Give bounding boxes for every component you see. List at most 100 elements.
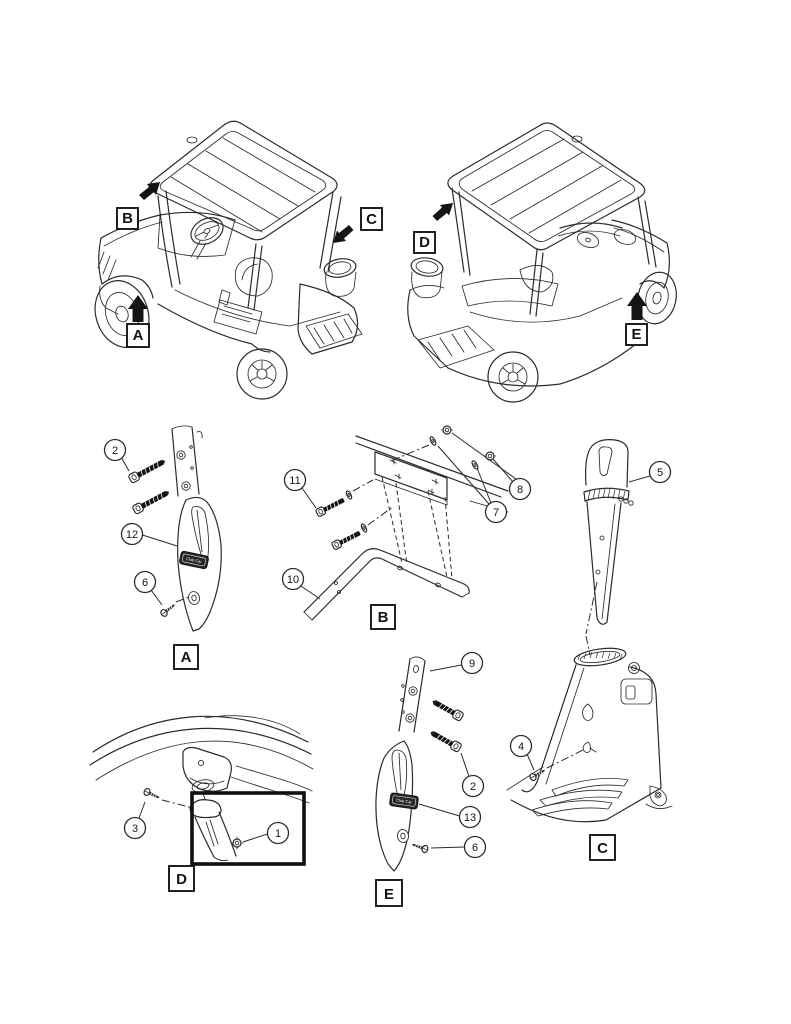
svg-text:1: 1 xyxy=(275,828,281,840)
marker-a-box xyxy=(126,323,150,348)
screw xyxy=(160,604,176,617)
view-label-e: E xyxy=(375,879,403,907)
marker-a: A xyxy=(126,323,150,348)
callout-3: 3 xyxy=(123,816,147,840)
pillar-base-body xyxy=(506,647,673,823)
overview-cart-front-left xyxy=(94,120,363,400)
callout-12: 12 xyxy=(120,522,144,546)
svg-text:D: D xyxy=(176,871,187,888)
cart-hood xyxy=(97,214,163,315)
svg-text:12: 12 xyxy=(126,529,138,541)
detail-view-e: Club Car xyxy=(375,651,487,907)
marker-c-box xyxy=(360,207,383,231)
marker-b-label: B xyxy=(122,210,133,227)
detail-view-c: 5 4 C xyxy=(506,439,673,861)
callout-4: 4 xyxy=(509,734,533,758)
svg-text:4: 4 xyxy=(518,741,524,753)
cart-interior xyxy=(174,257,341,335)
washer xyxy=(360,523,368,533)
marker-e-label: E xyxy=(631,326,641,343)
pillar-top-in-box xyxy=(189,799,237,861)
svg-text:3: 3 xyxy=(132,823,138,835)
svg-text:B: B xyxy=(378,609,389,626)
cover-part-13: Club Car xyxy=(375,740,419,872)
marker-e-box xyxy=(625,323,648,346)
marker-b: B xyxy=(116,207,139,230)
svg-text:9: 9 xyxy=(469,658,475,670)
callout-6: 6 xyxy=(133,570,157,594)
svg-text:8: 8 xyxy=(517,484,523,496)
svg-text:6: 6 xyxy=(472,842,478,854)
callout-8: 8 xyxy=(508,477,532,501)
svg-text:Club Car: Club Car xyxy=(186,556,203,564)
screw xyxy=(143,787,160,798)
callout-13: 13 xyxy=(458,805,482,829)
zoom-callout-box xyxy=(190,791,306,866)
cart-front-pillar xyxy=(157,190,181,288)
detail-view-d: 3 1 D xyxy=(89,715,314,892)
direction-arrow-b-icon xyxy=(139,182,160,200)
frame-tube-part-10 xyxy=(303,548,470,621)
svg-text:10: 10 xyxy=(287,574,299,586)
washer xyxy=(429,436,437,446)
direction-arrow-c-icon xyxy=(333,225,354,243)
roof-rail xyxy=(355,435,509,513)
roof-edge xyxy=(89,715,314,804)
socket-bolt xyxy=(331,531,361,550)
cart-dashboard xyxy=(157,211,236,260)
callout-10: 10 xyxy=(281,567,305,591)
svg-text:Club Car: Club Car xyxy=(396,797,413,804)
socket-bolt xyxy=(128,459,165,484)
screw xyxy=(411,843,429,854)
club-car-logo-plate: Club Car xyxy=(389,792,419,810)
flange-nut xyxy=(484,451,496,461)
cart-rear-body xyxy=(157,283,363,355)
svg-text:13: 13 xyxy=(464,812,476,824)
svg-text:2: 2 xyxy=(470,781,476,793)
marker-b-box xyxy=(116,207,139,230)
socket-bolt xyxy=(315,498,345,517)
cart-roof xyxy=(149,120,338,241)
flange-nut-part-1 xyxy=(230,836,244,850)
cart-center-strut xyxy=(247,243,263,311)
cart-rear-pillar xyxy=(319,191,342,273)
svg-text:5: 5 xyxy=(657,467,663,479)
marker-c: C xyxy=(360,207,383,231)
view-label-d: D xyxy=(168,865,195,892)
detail-view-a: Club Car xyxy=(103,425,222,670)
cart-cupholder-basket xyxy=(410,257,444,299)
socket-bolt xyxy=(430,731,462,753)
marker-c-label: C xyxy=(366,211,377,228)
roof-mount-bracket xyxy=(182,746,232,793)
marker-d: D xyxy=(413,231,436,254)
rear-strut-part-9 xyxy=(398,656,426,733)
svg-text:E: E xyxy=(384,886,394,903)
cart-interior xyxy=(461,265,623,323)
callout-7: 7 xyxy=(484,500,508,524)
view-label-b: B xyxy=(370,604,396,630)
overview-cart-rear-left xyxy=(407,122,677,403)
svg-text:2: 2 xyxy=(112,445,118,457)
direction-arrow-e-icon xyxy=(627,292,647,320)
marker-d-box xyxy=(413,231,436,254)
cart-rear-pillar xyxy=(451,187,471,276)
cart-rear-wheel xyxy=(487,351,539,403)
view-label-c: C xyxy=(589,834,616,861)
cart-rear-wheel xyxy=(236,348,288,400)
direction-arrow-a-icon xyxy=(128,295,148,322)
callout-11: 11 xyxy=(283,468,307,492)
cart-roof xyxy=(447,122,646,251)
callout-2: 2 xyxy=(103,438,127,462)
svg-text:7: 7 xyxy=(493,507,499,519)
screw xyxy=(529,770,546,782)
overview-markers: B C A D E xyxy=(116,182,648,348)
cart-center-strut xyxy=(529,249,544,317)
callout-9: 9 xyxy=(460,651,484,675)
socket-bolt xyxy=(432,700,464,722)
direction-arrow-d-icon xyxy=(432,203,453,221)
view-label-a: A xyxy=(173,644,199,670)
svg-text:C: C xyxy=(597,840,608,857)
svg-text:A: A xyxy=(181,649,192,666)
